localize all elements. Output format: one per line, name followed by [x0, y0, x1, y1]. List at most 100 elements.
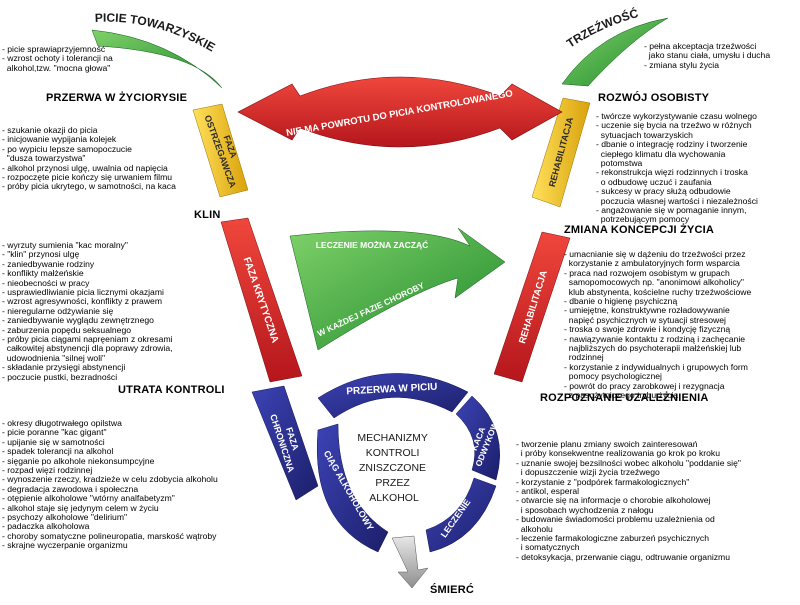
life-change-item: napięć psychicznych w sytuacji stresowej	[564, 314, 726, 325]
social-drinking-list: - picie sprawiaprzyjemność- wzrost ochot…	[2, 44, 113, 73]
critical-phase-item: - zaburzenia popędu seksualnego	[2, 324, 131, 335]
critical-phase-item: - "klin" przynosi ulgę	[2, 249, 80, 260]
chronic-phase-item: - padaczka alkoholowa	[2, 521, 90, 532]
life-change-item: - dbanie o higienę psychiczną	[564, 296, 678, 307]
recognition-item: - tworzenie planu zmiany swoich zaintere…	[516, 439, 698, 449]
chronic-phase-item: - sięganie po alkohole niekonsumpcyjne	[2, 455, 155, 466]
chronic-phase-item: - degradacja zawodowa i społeczna	[2, 483, 139, 494]
heading-death: ŚMIERĆ	[430, 584, 474, 596]
heading-addiction-recognition: ROZPOZNANIE UZALEŻNIENIA	[540, 392, 709, 404]
recognition-list: - tworzenie planu zmiany swoich zaintere…	[516, 439, 741, 562]
recognition-item: - korzystanie z "podpórek farmakologiczn…	[516, 476, 690, 487]
recognition-item: i próby konsekwentne realizowania go kro…	[516, 448, 720, 459]
life-change-item: - nawiązywanie kontaktu z rodziną i zach…	[564, 333, 746, 344]
life-change-item: - korzystanie z indywidualnych i grupowy…	[564, 361, 748, 372]
rehabilitation-upper-band	[531, 97, 591, 208]
chronic-phase-item: - psychozy alkoholowe "delirium"	[2, 512, 128, 523]
social-drinking-item: - wzrost ochoty i tolerancji na	[2, 53, 113, 64]
personal-growth-item: - rekonstrukcja więzi rodzinnych i trosk…	[596, 167, 748, 178]
treatment-arc	[425, 477, 497, 553]
personal-growth-item: - angażowanie się w pomaganie innym,	[596, 205, 747, 216]
recognition-item: - budowanie świadomości problemu uzależn…	[516, 514, 715, 525]
sobriety-item: jako stanu ciała, umysłu i ducha	[644, 50, 771, 61]
heading-life-concept-change: ZMIANA KONCEPCJI ŻYCIA	[564, 224, 715, 236]
recognition-item: - uznanie swojej bezsilności wobec alkoh…	[516, 457, 741, 468]
center-line-5: ALKOHOL	[369, 492, 419, 504]
warning-phase-item: - inicjowanie wypijania kolejek	[2, 134, 117, 145]
rehabilitation-lower-band	[493, 231, 571, 383]
chronic-phase-item: - wynoszenie rzeczy, kradzieże w celu zd…	[2, 474, 218, 485]
chronic-phase-item: - choroby somatyczne polineuropatia, mar…	[2, 530, 217, 541]
treatment-anytime-label-1: LECZENIE MOŻNA ZACZĄĆ	[316, 239, 429, 250]
critical-phase-band	[220, 217, 303, 383]
life-change-item: rodzinnej	[564, 352, 604, 363]
critical-phase-item: - poczucie pustki, bezradności	[2, 371, 118, 382]
center-line-4: PRZEZ	[375, 477, 410, 489]
drinking-break-label: PRZERWA W PICIU	[346, 382, 438, 398]
heading-klin: KLIN	[194, 209, 221, 221]
chronic-phase-item: - picie poranne "kac gigant"	[2, 427, 107, 438]
critical-phase-item: - nieregularne odżywianie się	[2, 305, 114, 316]
life-change-item: - umiejętne, konstruktywne rozładowywani…	[564, 305, 730, 316]
no-return-arrow	[237, 76, 563, 148]
warning-phase-item: - rozpoczęte picie kończy się urwaniem f…	[2, 172, 173, 183]
personal-growth-item: - uczenie się bycia na trzeźwo w różnych	[596, 120, 752, 131]
binge-drinking-arc	[316, 423, 389, 553]
recognition-item: - leczenie farmakologiczne zaburzeń psyc…	[516, 533, 709, 544]
critical-phase-item: - wyrzuty sumienia "kac moralny"	[2, 240, 128, 250]
personal-growth-list: - twórcze wykorzystywanie czasu wolnego-…	[596, 111, 758, 225]
personal-growth-item: - sukcesy w pracy służą odbudowie	[596, 186, 731, 197]
life-change-item: korzystanie z ambulatoryjnych form wspar…	[564, 258, 740, 269]
personal-growth-item: - dbanie o integrację rodziny i tworzeni…	[596, 139, 748, 150]
chronic-phase-item: - alkohol staje się jedynym celem w życi…	[2, 502, 159, 513]
critical-phase-item: - zaniedbywanie rodziny	[2, 258, 95, 269]
personal-growth-item: poczucia własnej wartości i niezależnośc…	[596, 195, 758, 206]
sobriety-item: - zmiana stylu życia	[644, 59, 719, 70]
social-drinking-swoosh	[91, 29, 223, 89]
critical-phase-item: - składanie przysięgi abstynencji	[2, 362, 126, 373]
warning-phase-item: - próby picia ukrytego, w samotności, na…	[2, 181, 176, 192]
hangover-arc	[455, 395, 500, 481]
life-change-item: z pasożytniczego trybu życia	[564, 390, 679, 401]
critical-phase-item: udowodnienia "silnej woli"	[2, 352, 106, 363]
critical-phase-item: - próby picia ciągami napręeniam z okres…	[2, 334, 173, 345]
personal-growth-item: o odbudowę uczuć i zaufania	[596, 176, 712, 187]
recognition-item: i somatycznych	[516, 542, 580, 553]
heading-personal-growth: ROZWÓJ OSOBISTY	[598, 92, 710, 104]
personal-growth-item: sytuacjach towarzyskich	[596, 129, 693, 140]
life-change-item: pomocy psychologicznej	[564, 371, 662, 382]
life-change-item: - praca nad rozwojem osobistym w grupach	[564, 267, 730, 278]
warning-phase-band	[192, 103, 249, 198]
life-change-item: - troska o swoje zdrowie i kondycję fizy…	[564, 324, 731, 335]
treatment-anytime-arrow	[289, 227, 506, 351]
svg-text:LECZENIE MOŻNA ZACZĄĆ: LECZENIE MOŻNA ZACZĄĆ	[316, 239, 429, 250]
warning-phase-item: - szukanie okazji do picia	[2, 125, 98, 135]
critical-phase-item: - nieobecności w pracy	[2, 277, 90, 288]
social-drinking-item: alkohol,tzw. "mocna głowa"	[2, 62, 111, 73]
critical-phase-list: - wyrzuty sumienia "kac moralny"- "klin"…	[2, 240, 173, 382]
critical-phase-item: - wzrost agresywności, konflikty z prawe…	[2, 296, 162, 307]
warning-phase-item: "dusza towarzystwa"	[2, 153, 86, 164]
critical-phase-item: całkowitej abstynencji dla poprawy zdrow…	[2, 343, 173, 354]
recognition-item: i sposobach wychodzenia z nałogu	[516, 504, 654, 515]
warning-phase-list: - szukanie okazji do picia- inicjowanie …	[2, 125, 176, 192]
death-arrow	[391, 535, 429, 589]
center-line-3: ZNISZCZONE	[359, 462, 426, 474]
life-change-item: - umacnianie się w dążeniu do trzeźwości…	[564, 249, 746, 259]
center-mechanism-text: MECHANIZMY KONTROLI ZNISZCZONE PRZEZ ALK…	[357, 432, 430, 504]
life-change-item: klub abstynenta, kościelne ruchy trzeźwo…	[564, 286, 752, 297]
social-drinking-item: - picie sprawiaprzyjemność	[2, 44, 106, 54]
center-line-1: MECHANIZMY	[357, 432, 428, 444]
chronic-phase-item: - upijanie się w samotności	[2, 436, 105, 447]
drinking-break-arc	[317, 373, 469, 419]
life-change-item: najbliższych do psychoterapii małżeńskie…	[564, 343, 742, 354]
life-change-item: - powrót do pracy zarobkowej i rezygnacj…	[564, 380, 725, 391]
critical-phase-item: - konflikty małżeńskie	[2, 268, 84, 279]
sobriety-list: - pełna akceptacja trzeźwości jako stanu…	[644, 41, 771, 70]
personal-growth-item: - twórcze wykorzystywanie czasu wolnego	[596, 111, 757, 121]
personal-growth-item: potomstwa	[596, 158, 643, 169]
chronic-phase-item: - spadek tolerancji na alkohol	[2, 446, 114, 457]
warning-phase-item: - alkohol przynosi ulgę, uwalnia od napi…	[2, 162, 168, 173]
